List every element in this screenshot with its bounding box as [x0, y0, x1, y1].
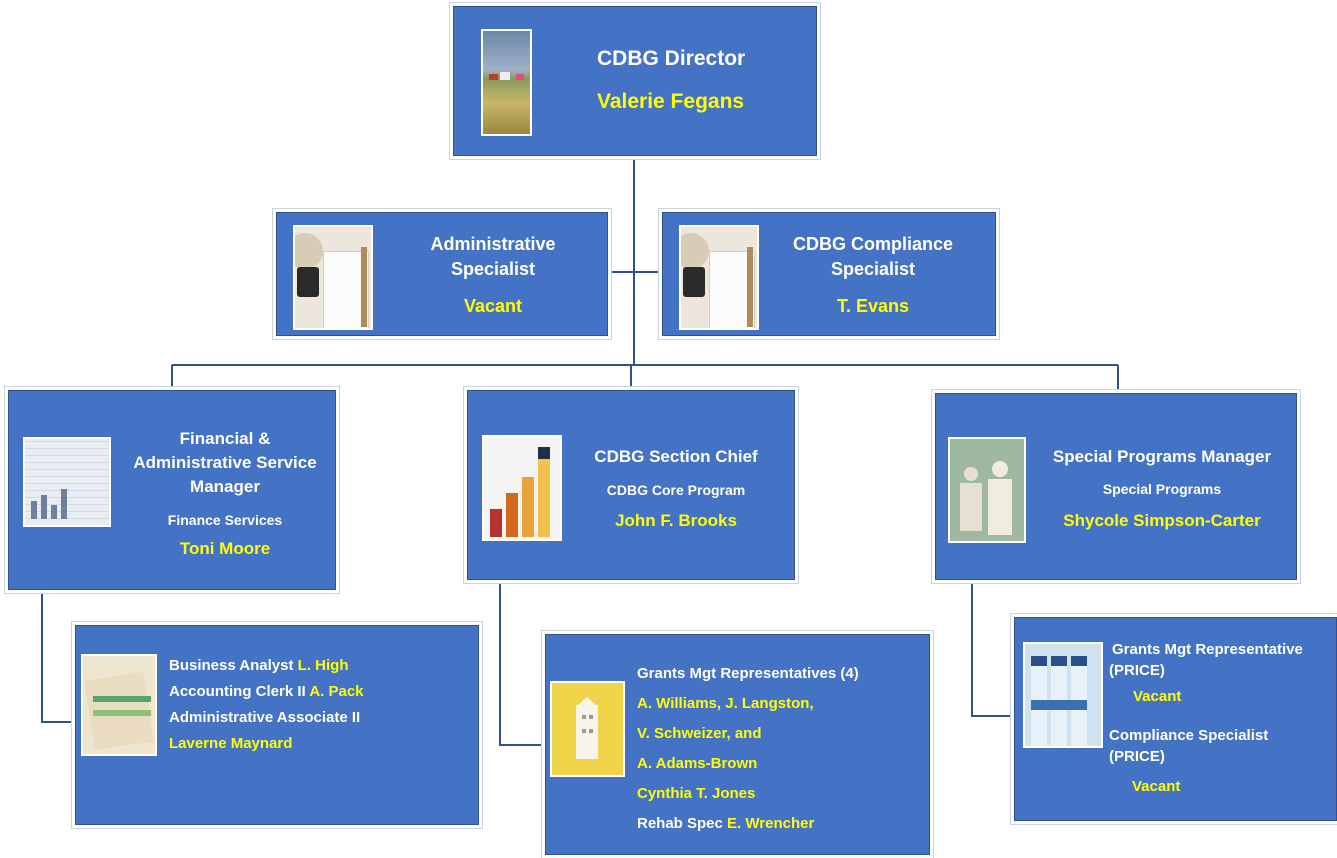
finance-manager-name: Toni Moore: [179, 539, 271, 558]
admin-specialist-name: Vacant: [463, 296, 523, 316]
special-compliance-title-line1: Compliance Specialist: [1109, 727, 1269, 744]
finance-staff-box: Business Analyst L. High Accounting Cler…: [75, 625, 479, 825]
folders-image: [81, 654, 157, 756]
special-grants-title-line2: (PRICE): [1109, 662, 1165, 679]
admin-specialist-box: Administrative Specialist Vacant: [276, 212, 608, 336]
rehab-spec-name: E. Wrencher: [727, 815, 815, 832]
notepad-image: [679, 225, 759, 330]
business-analyst-title: Business Analyst: [169, 657, 294, 674]
special-compliance-name: Vacant: [1132, 778, 1181, 795]
special-compliance-title-line2: (PRICE): [1109, 748, 1165, 765]
section-chief-title: CDBG Section Chief: [594, 447, 758, 466]
grants-reps-names-line4: Cynthia T. Jones: [637, 785, 756, 802]
notepad-image: [293, 225, 373, 330]
growth-blocks-image: [482, 435, 562, 541]
finance-manager-title-line1: Financial &: [179, 429, 271, 448]
grants-reps-title: Grants Mgt Representatives (4): [637, 665, 859, 682]
special-programs-box: Special Programs Manager Special Program…: [935, 393, 1297, 580]
director-title: CDBG Director: [597, 47, 746, 70]
spreadsheet-image: [23, 437, 111, 527]
accounting-clerk-title: Accounting Clerk II: [169, 683, 306, 700]
grants-reps-names-line3: A. Adams-Brown: [637, 755, 758, 772]
admin-associate-name: Laverne Maynard: [169, 735, 293, 752]
accounting-clerk-name: A. Pack: [309, 683, 364, 700]
house-image: [550, 681, 625, 777]
section-chief-name: John F. Brooks: [615, 511, 737, 530]
grants-reps-names-line2: V. Schweizer, and: [637, 725, 762, 742]
grants-staff-box: Grants Mgt Representatives (4) A. Willia…: [545, 634, 930, 855]
special-staff-box: Grants Mgt Representative (PRICE) Vacant…: [1014, 617, 1337, 821]
finance-manager-title-line3: Manager: [190, 477, 260, 496]
grants-staff-connector: [499, 582, 545, 746]
compliance-specialist-title-line1: CDBG Compliance: [792, 234, 954, 254]
admin-specialist-title-line2: Specialist: [450, 259, 536, 279]
vaccine-vials-image: [1023, 642, 1103, 748]
paper-people-image: [948, 437, 1026, 543]
section-chief-box: CDBG Section Chief CDBG Core Program Joh…: [467, 390, 795, 580]
rehab-spec-row: Rehab Spec E. Wrencher: [637, 815, 814, 832]
finance-staff-connector: [41, 592, 75, 723]
finance-manager-box: Financial & Administrative Service Manag…: [8, 390, 336, 590]
compliance-specialist-title-line2: Specialist: [830, 259, 916, 279]
business-analyst-name: L. High: [297, 657, 349, 674]
section-chief-unit: CDBG Core Program: [606, 482, 746, 498]
finance-manager-unit: Finance Services: [167, 512, 283, 528]
director-box: CDBG Director Valerie Fegans: [453, 6, 817, 156]
admin-specialist-title-line1: Administrative: [430, 234, 556, 254]
grants-reps-names-line1: A. Williams, J. Langston,: [637, 695, 814, 712]
special-programs-unit: Special Programs: [1102, 481, 1222, 497]
director-name: Valerie Fegans: [597, 90, 745, 113]
special-grants-title-line1: Grants Mgt Representative: [1112, 641, 1303, 658]
compliance-specialist-name: T. Evans: [836, 296, 910, 316]
special-grants-name: Vacant: [1133, 688, 1182, 705]
finance-manager-title-line2: Administrative Service: [133, 453, 317, 472]
admin-associate-title: Administrative Associate II: [169, 709, 361, 726]
special-staff-connector: [971, 582, 1014, 717]
landscape-image: [481, 29, 532, 136]
special-programs-name: Shycole Simpson-Carter: [1063, 511, 1261, 530]
special-programs-title: Special Programs Manager: [1052, 447, 1272, 466]
rehab-spec-title: Rehab Spec: [637, 815, 723, 832]
compliance-specialist-box: CDBG Compliance Specialist T. Evans: [662, 212, 996, 336]
finance-staff-row2: Accounting Clerk II A. Pack: [169, 683, 364, 700]
finance-staff-row1: Business Analyst L. High: [169, 657, 349, 674]
